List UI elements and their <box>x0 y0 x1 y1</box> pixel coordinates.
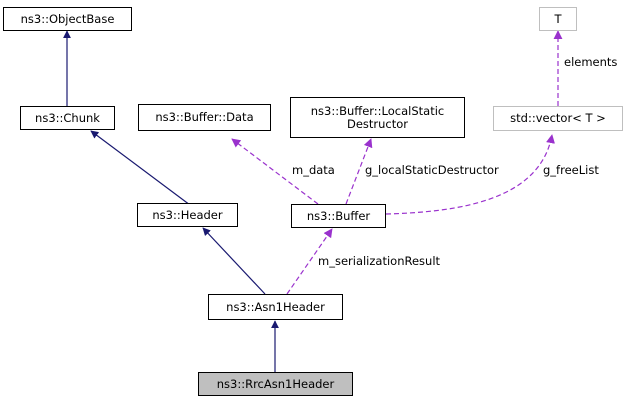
edge-buffer-to-localstaticdestructor <box>345 138 373 205</box>
node-asn1-header[interactable]: ns3::Asn1Header <box>208 294 343 320</box>
edge-asn1header-to-buffer <box>286 228 333 295</box>
edge-header-to-chunk <box>90 130 191 206</box>
edge-label-elements: elements <box>564 55 618 69</box>
edge-label-m-serialization-result: m_serializationResult <box>318 254 441 268</box>
node-buffer-data[interactable]: ns3::Buffer::Data <box>138 104 271 131</box>
node-buffer[interactable]: ns3::Buffer <box>291 204 386 228</box>
node-template-t[interactable]: T <box>539 7 577 31</box>
node-std-vector[interactable]: std::vector< T > <box>493 106 623 131</box>
edge-asn1header-to-header <box>202 227 266 295</box>
node-rrc-asn1-header: ns3::RrcAsn1Header <box>198 372 353 396</box>
edge-buffer-to-stdvector <box>385 134 555 215</box>
node-object-base[interactable]: ns3::ObjectBase <box>3 7 132 31</box>
edge-label-g-free-list: g_freeList <box>543 163 599 177</box>
node-chunk[interactable]: ns3::Chunk <box>20 106 115 130</box>
node-buffer-local-static-destructor[interactable]: ns3::Buffer::LocalStatic Destructor <box>290 97 465 138</box>
node-header[interactable]: ns3::Header <box>137 203 238 227</box>
edge-label-g-local-static-destructor: g_localStaticDestructor <box>365 163 499 177</box>
edge-buffer-to-bufferdata <box>231 138 319 205</box>
edge-label-m-data: m_data <box>292 163 335 177</box>
